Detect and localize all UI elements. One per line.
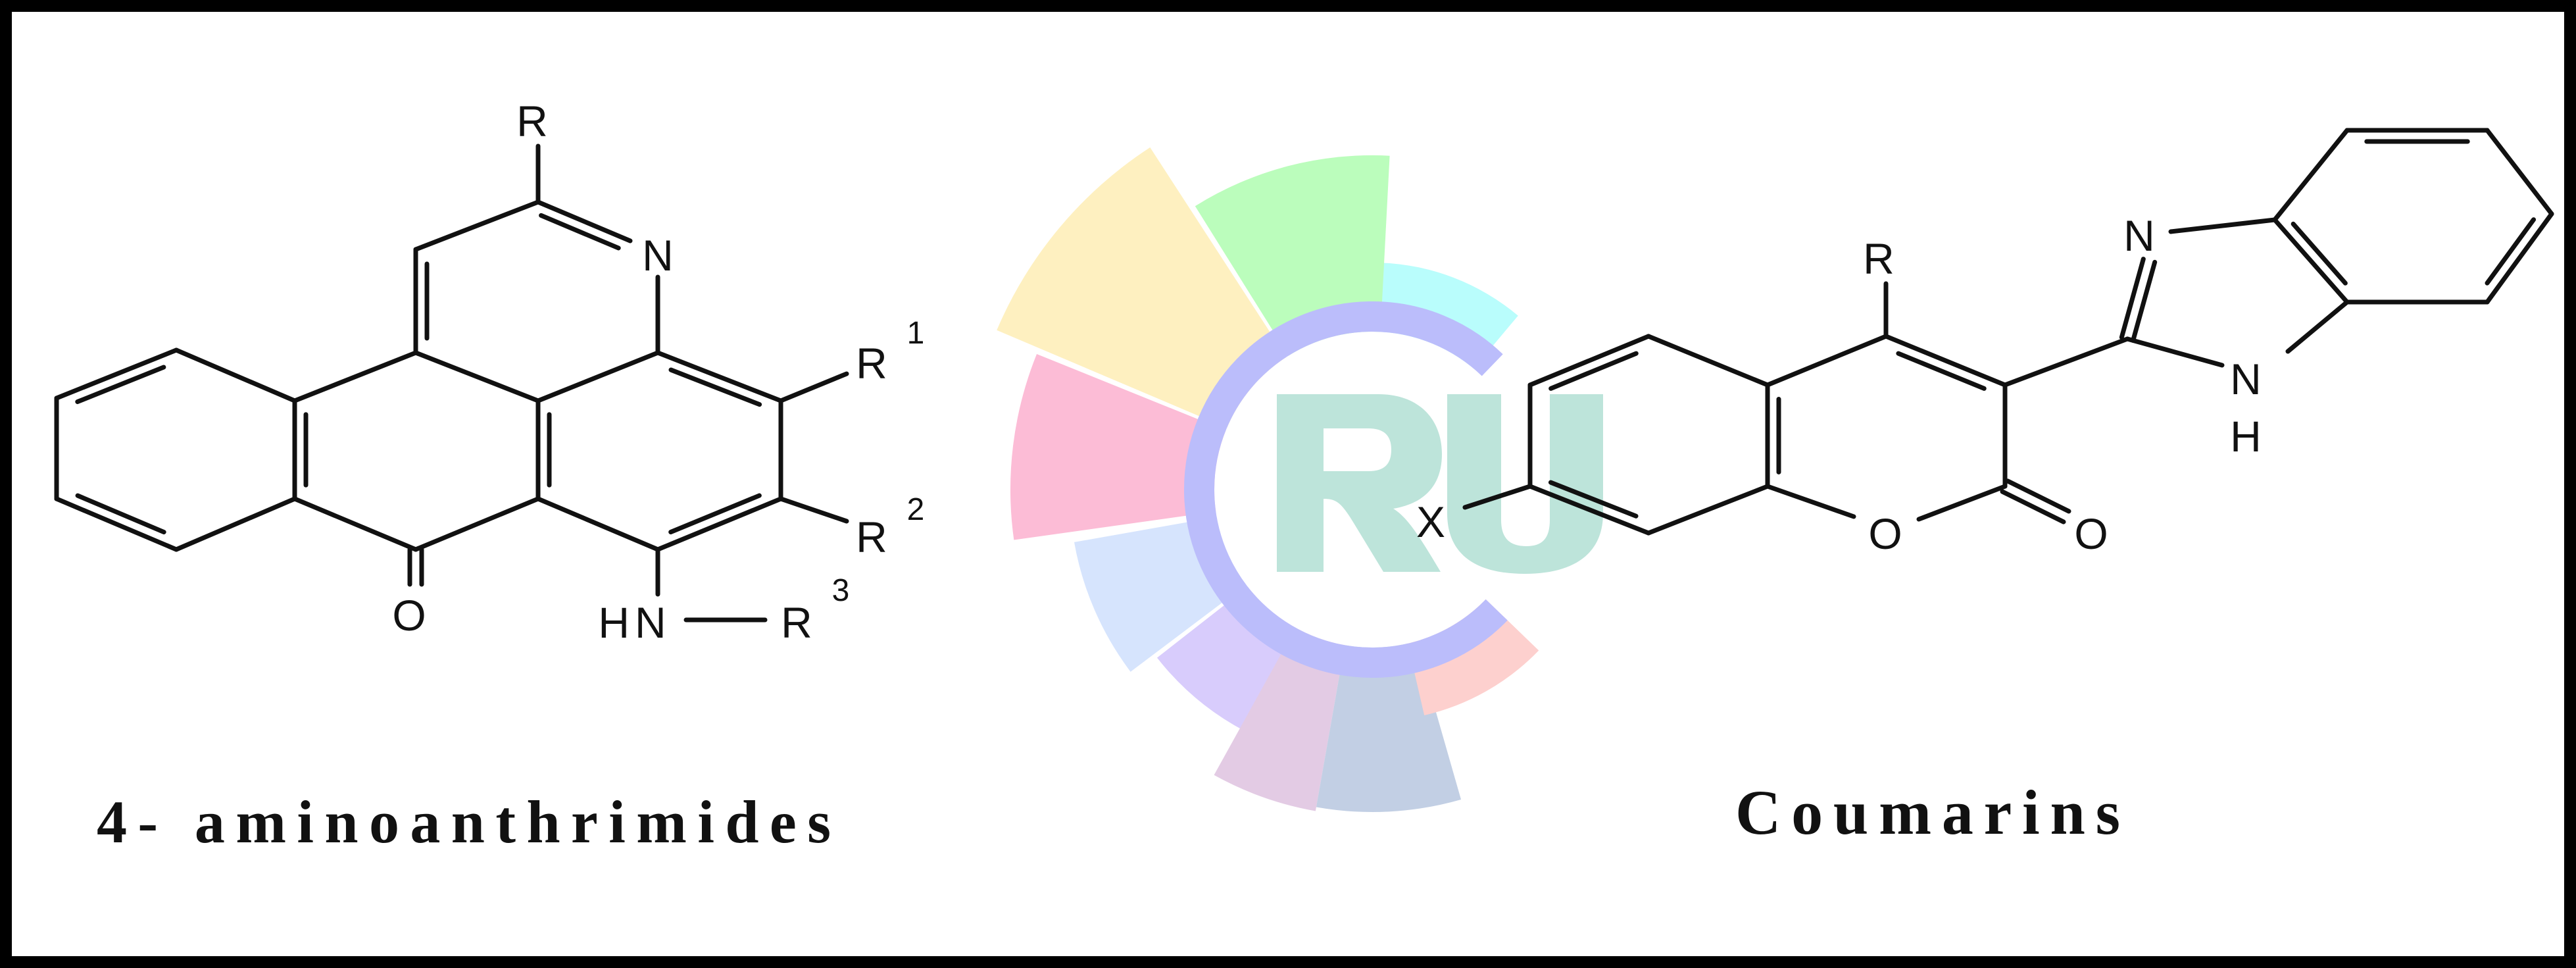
bond — [2272, 217, 2350, 305]
coumarin-structure — [1462, 128, 2554, 536]
bond — [1765, 484, 1856, 519]
logo-letter-r — [1277, 394, 1442, 572]
ru-logo — [997, 147, 1603, 812]
bond — [1646, 484, 1770, 536]
bond — [1462, 484, 1533, 510]
double-bond-line — [1548, 351, 1639, 391]
aminoanthrimide-structure — [54, 143, 849, 623]
bond — [292, 496, 418, 552]
atom-r3: R — [781, 598, 812, 647]
bond — [535, 350, 660, 403]
bond — [1527, 334, 1651, 388]
aminoanthrimide-atom-labels: R N R 1 R 2 O HN R 3 — [392, 97, 924, 647]
atom-r1: R — [856, 339, 887, 388]
coumarins-caption: Coumarins — [1735, 777, 2120, 848]
bond — [778, 371, 849, 403]
double-bond-line — [2485, 217, 2537, 286]
bond — [1527, 484, 1651, 536]
bond — [1765, 334, 1889, 388]
bond — [174, 347, 297, 403]
atom-x: X — [1416, 497, 1445, 546]
bond — [174, 496, 297, 552]
bond — [54, 496, 179, 552]
double-bond-line — [2291, 221, 2348, 286]
atom-hn: HN — [598, 598, 671, 647]
atom-h: H — [2230, 412, 2262, 461]
double-bond-line — [539, 213, 621, 251]
bond — [535, 496, 660, 552]
bond — [2002, 336, 2130, 388]
atom-n-ring: N — [642, 231, 674, 280]
bond — [413, 350, 541, 403]
atom-o-ring: O — [1868, 509, 1902, 558]
atom-n-amine: N — [2230, 355, 2262, 403]
bond — [2485, 211, 2554, 305]
logo-letter-u — [1447, 394, 1603, 574]
bond — [2125, 336, 2225, 368]
bond — [2119, 257, 2146, 340]
logo-lettering — [1277, 394, 1603, 574]
atom-r2-superscript: 2 — [907, 492, 925, 527]
bond — [1916, 484, 2008, 522]
logo-ring — [1184, 301, 1508, 678]
bond — [2000, 489, 2066, 524]
bond — [655, 496, 783, 552]
atom-r: R — [1863, 234, 1895, 283]
double-bond-line — [668, 367, 762, 407]
double-bond-line — [75, 365, 166, 405]
bond — [413, 199, 541, 252]
double-bond-line — [75, 493, 166, 535]
double-bond-line — [668, 493, 762, 535]
bond — [2285, 299, 2350, 354]
bond — [2168, 217, 2277, 234]
atom-r2: R — [856, 513, 887, 561]
bond — [778, 496, 849, 524]
bond — [535, 199, 633, 243]
bond — [2485, 128, 2554, 217]
bond — [2131, 259, 2158, 343]
atom-r3-superscript: 3 — [832, 573, 850, 608]
atom-n-imine: N — [2123, 211, 2155, 260]
bond — [292, 350, 418, 403]
atom-o: O — [392, 591, 426, 640]
atom-r-top: R — [516, 97, 548, 145]
bond — [1883, 334, 2008, 388]
coumarin-atom-labels: R X O O N N H — [1416, 211, 2262, 558]
aminoanthrimides-caption: 4- aminoanthrimides — [97, 788, 831, 855]
bond — [54, 347, 179, 401]
bond — [1646, 334, 1770, 388]
atom-r1-superscript: 1 — [907, 316, 925, 351]
atom-o-carbonyl: O — [2074, 509, 2108, 558]
bond — [2005, 478, 2071, 514]
double-bond-line — [1548, 480, 1639, 519]
bond — [655, 350, 783, 403]
double-bond-line — [1896, 351, 1987, 391]
bond — [413, 496, 541, 552]
bond — [2272, 128, 2350, 222]
